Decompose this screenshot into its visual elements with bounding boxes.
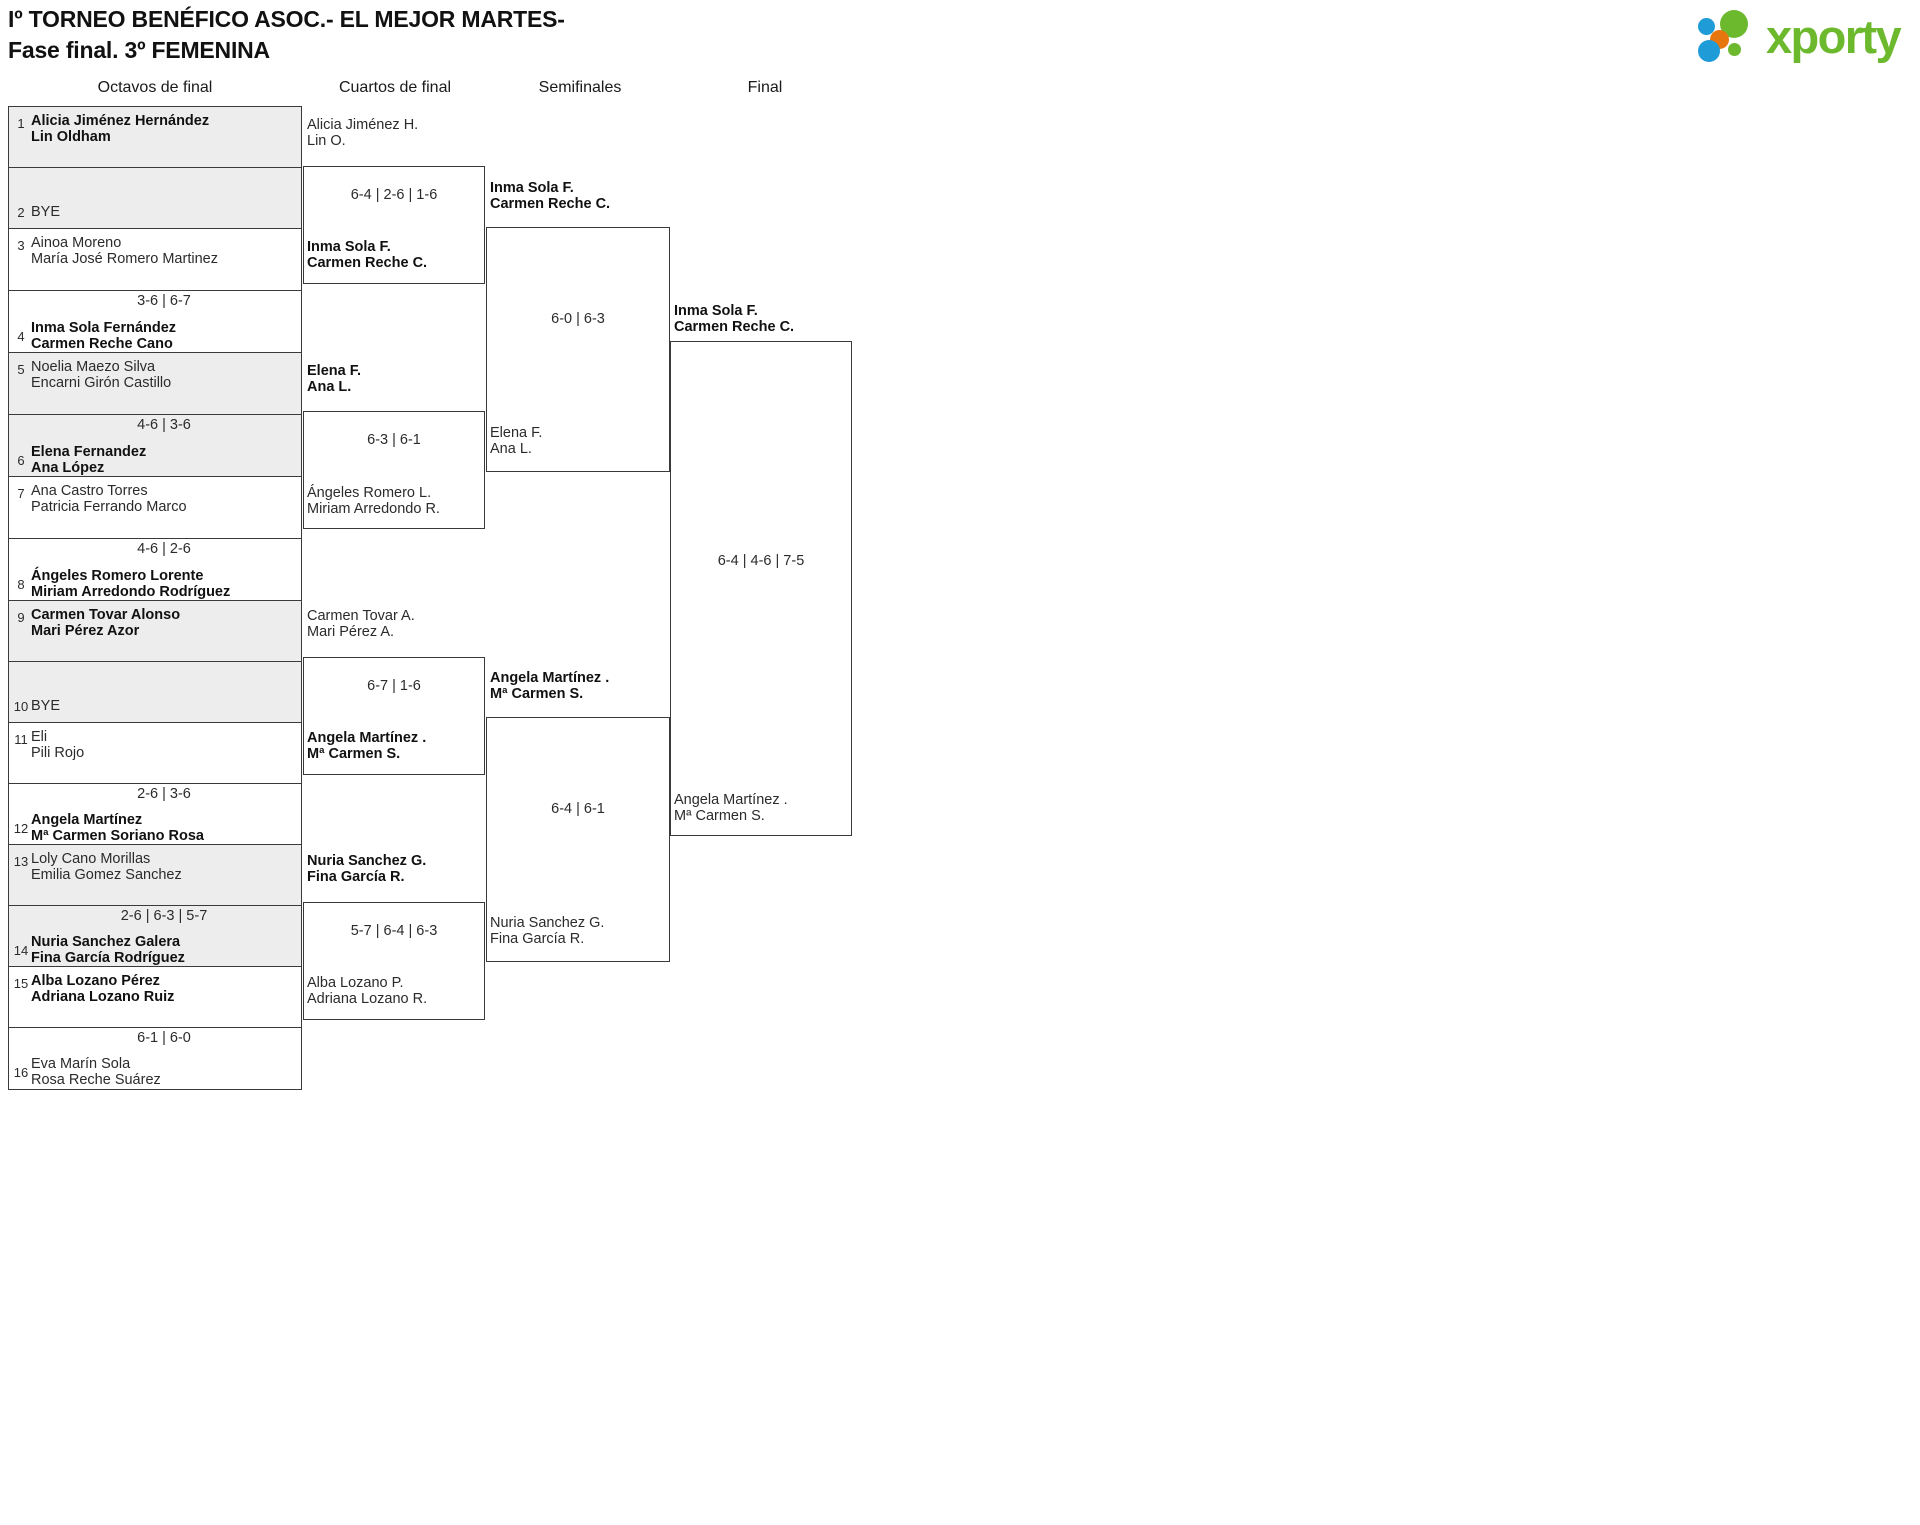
r2-m1-top[interactable]: Elena F.Ana L. (307, 363, 361, 395)
seed-number: 5 (17, 362, 25, 377)
r2-m3-bottom[interactable]: Alba Lozano P.Adriana Lozano R. (307, 975, 428, 1007)
seed-number: 10 (13, 699, 29, 714)
seed-number: 7 (17, 486, 25, 501)
r2-m2-top[interactable]: Carmen Tovar A.Mari Pérez A. (307, 608, 415, 640)
r4-bottom[interactable]: Angela Martínez .Mª Carmen S. (674, 792, 788, 824)
r2-m0-score: 6-4 | 2-6 | 1-6 (350, 187, 438, 203)
r2-m0-top[interactable]: Alicia Jiménez H.Lin O. (307, 117, 419, 149)
seed-number: 9 (17, 610, 25, 625)
round-header-cuartos: Cuartos de final (338, 79, 452, 96)
r2-m0-bottom[interactable]: Inma Sola F.Carmen Reche C. (307, 239, 428, 271)
r2-m2-bottom[interactable]: Angela Martínez .Mª Carmen S. (307, 730, 427, 762)
r3-m0-box: 6-0 | 6-3 (486, 227, 670, 472)
r3-m1-box: 6-4 | 6-1 (486, 717, 670, 962)
seed-number: 3 (17, 238, 25, 253)
round1-score: 2-6 | 6-3 | 5-7 (120, 908, 208, 924)
xporty-logo: xporty (1697, 8, 1902, 64)
logo-wordmark: xporty (1765, 9, 1902, 63)
seed-number: 13 (13, 854, 29, 869)
seed-number: 6 (17, 453, 25, 468)
round1-score: 6-1 | 6-0 (137, 1030, 191, 1046)
seed-number: 16 (13, 1065, 29, 1080)
r3-m0-top[interactable]: Inma Sola F.Carmen Reche C. (490, 180, 611, 212)
seed-number: 2 (17, 205, 25, 220)
round1-score: 2-6 | 3-6 (137, 786, 191, 802)
r2-m1-score: 6-3 | 6-1 (367, 432, 421, 448)
player-pair: BYE (31, 698, 61, 714)
round-header-semifinales: Semifinales (538, 79, 622, 96)
r3-m1-bottom[interactable]: Nuria Sanchez G.Fina García R. (490, 915, 605, 947)
r3-m0-bottom[interactable]: Elena F.Ana L. (490, 425, 543, 457)
r2-m1-box: 6-3 | 6-1 (303, 411, 485, 529)
seed-number: 1 (17, 116, 25, 131)
r2-m2-score: 6-7 | 1-6 (367, 678, 421, 694)
r2-m2-box: 6-7 | 1-6 (303, 657, 485, 775)
round-header-octavos: Octavos de final (97, 79, 213, 96)
round1-slot[interactable]: 2 BYE (9, 168, 301, 229)
round1-score: 3-6 | 6-7 (137, 293, 191, 309)
r3-m1-score: 6-4 | 6-1 (551, 801, 605, 817)
r3-m1-top[interactable]: Angela Martínez .Mª Carmen S. (490, 670, 610, 702)
r2-m3-top[interactable]: Nuria Sanchez G.Fina García R. (307, 853, 427, 885)
logo-dots-icon (1697, 10, 1760, 62)
seed-number: 8 (17, 577, 25, 592)
r2-m3-score: 5-7 | 6-4 | 6-3 (350, 923, 438, 939)
r4-top[interactable]: Inma Sola F.Carmen Reche C. (674, 303, 795, 335)
r2-m1-bottom[interactable]: Ángeles Romero L.Miriam Arredondo R. (307, 485, 440, 517)
r2-m3-box: 5-7 | 6-4 | 6-3 (303, 902, 485, 1020)
seed-number: 11 (14, 732, 28, 747)
seed-number: 12 (13, 821, 29, 836)
seed-number: 14 (13, 943, 29, 958)
page-title: Iº TORNEO BENÉFICO ASOC.- EL MEJOR MARTE… (8, 6, 565, 63)
round1-score: 4-6 | 3-6 (137, 417, 191, 433)
round1-score: 4-6 | 2-6 (137, 541, 191, 557)
seed-number: 15 (13, 976, 29, 991)
r2-m0-box: 6-4 | 2-6 | 1-6 (303, 166, 485, 284)
seed-number: 4 (17, 329, 25, 344)
r4-score: 6-4 | 4-6 | 7-5 (717, 553, 805, 569)
r3-m0-score: 6-0 | 6-3 (551, 311, 605, 327)
player-pair: BYE (31, 204, 61, 220)
round-header-final: Final (747, 79, 783, 96)
r4-box: 6-4 | 4-6 | 7-5 (670, 341, 852, 836)
